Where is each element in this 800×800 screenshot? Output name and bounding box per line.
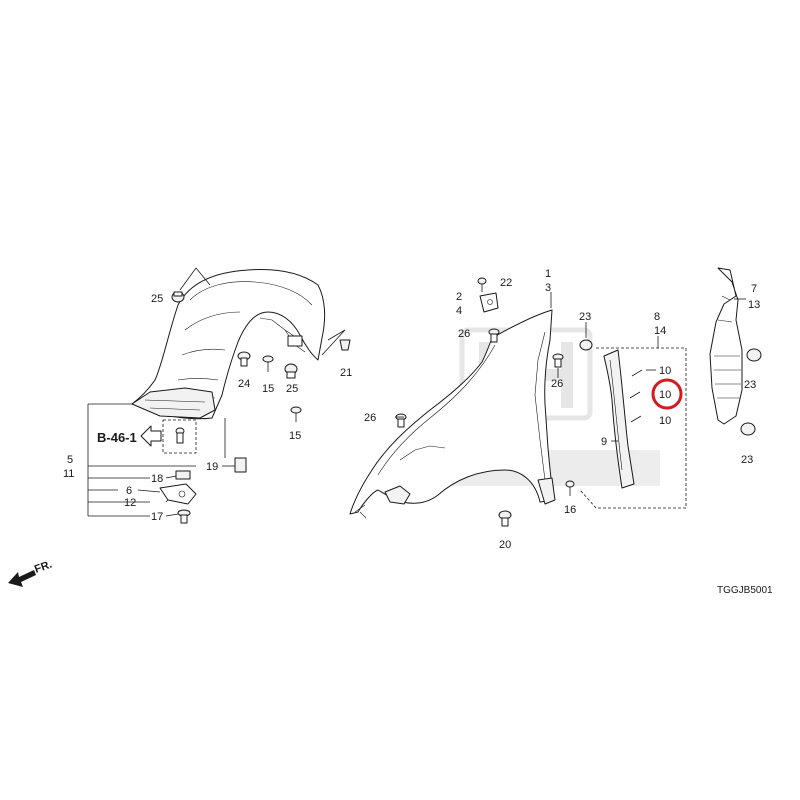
callout-11: 11 [63, 468, 74, 480]
front-label: FR. [33, 558, 54, 575]
front-direction-indicator: FR. [8, 558, 54, 587]
clip-25-b [284, 363, 298, 379]
front-arrow-icon [8, 570, 36, 587]
callout-2: 2 [456, 291, 462, 303]
diagram-code: TGGJB5001 [717, 585, 773, 596]
callout-22: 22 [500, 277, 512, 289]
reference-arrow [140, 425, 162, 447]
callout-6: 6 [126, 485, 132, 497]
callout-25-b: 25 [286, 383, 298, 395]
screw-15-a [262, 355, 274, 372]
callout-23-c: 23 [741, 454, 753, 466]
clip-21 [339, 339, 351, 351]
clip-23-right-b [740, 422, 756, 436]
callout-4: 4 [456, 305, 462, 317]
callout-10-b: 10 [659, 389, 671, 401]
bolt-26-b [395, 413, 407, 428]
callout-15-a: 15 [262, 383, 274, 395]
callout-18: 18 [151, 473, 163, 485]
reference-box [162, 419, 197, 454]
clip-23-center [579, 339, 593, 351]
callout-labels: 25 24 15 25 15 21 5 11 19 18 6 12 17 1 3… [63, 268, 773, 596]
splash-shield [131, 387, 216, 419]
fender-seal-strip [603, 349, 635, 489]
callout-24: 24 [238, 378, 250, 390]
clip-18 [175, 470, 191, 480]
callout-9: 9 [601, 436, 607, 448]
callout-16: 16 [564, 504, 576, 516]
callout-17: 17 [151, 511, 163, 523]
callout-14: 14 [654, 325, 666, 337]
bolt-20 [498, 510, 512, 527]
front-fender-assembly [349, 309, 660, 519]
left-fasteners [159, 291, 351, 524]
callout-25-a: 25 [151, 293, 163, 305]
callout-15-b: 15 [289, 430, 301, 442]
inner-fender-liner [131, 269, 326, 420]
callout-7: 7 [751, 283, 757, 295]
front-fender-panel [349, 309, 555, 515]
callout-26-c: 26 [551, 378, 563, 390]
tape-10-a [631, 369, 643, 377]
callout-10-c: 10 [659, 415, 671, 427]
tape-10-b [629, 391, 641, 399]
reference-b-46-1: B-46-1 [97, 419, 197, 454]
fender-seal-group [579, 336, 687, 509]
callout-5: 5 [67, 454, 73, 466]
screw-16 [565, 480, 575, 496]
liner-clip-bracket [287, 335, 303, 347]
nut-19 [234, 457, 247, 473]
callout-26-a: 26 [458, 328, 470, 340]
callout-26-b: 26 [364, 412, 376, 424]
screw-15-b [290, 406, 302, 422]
tape-10-c [630, 415, 642, 423]
callout-1: 1 [545, 268, 551, 280]
callout-13: 13 [748, 299, 760, 311]
seal-dashed-box [579, 347, 687, 509]
reference-screw [175, 427, 185, 444]
callout-23-b: 23 [744, 379, 756, 391]
callout-21: 21 [340, 367, 352, 379]
callout-3: 3 [545, 282, 551, 294]
callout-19: 19 [206, 461, 218, 473]
bracket-6-12 [159, 483, 197, 505]
callout-8: 8 [654, 311, 660, 323]
inner-fender-assembly [131, 267, 346, 420]
callout-23-a: 23 [579, 311, 591, 323]
bolt-26-a [488, 328, 500, 343]
clip-24 [237, 351, 251, 367]
fender-cover-assembly [709, 267, 762, 436]
bolt-26-c [552, 353, 564, 368]
fender-lower-bracket [537, 477, 556, 505]
left-leader-tree [87, 403, 235, 517]
callout-20: 20 [499, 539, 511, 551]
center-fasteners [395, 277, 593, 527]
bolt-17 [177, 509, 191, 524]
callout-10-a: 10 [659, 365, 671, 377]
highlight-circle [651, 378, 683, 410]
reference-code: B-46-1 [97, 430, 137, 445]
fender-mount-bracket [384, 485, 411, 505]
fender-cover [709, 267, 743, 425]
clip-25-top [171, 291, 185, 303]
clip-23-right-a [746, 348, 762, 362]
bracket-2-4 [479, 292, 499, 313]
callout-12: 12 [124, 497, 136, 509]
bolt-22 [477, 277, 487, 292]
